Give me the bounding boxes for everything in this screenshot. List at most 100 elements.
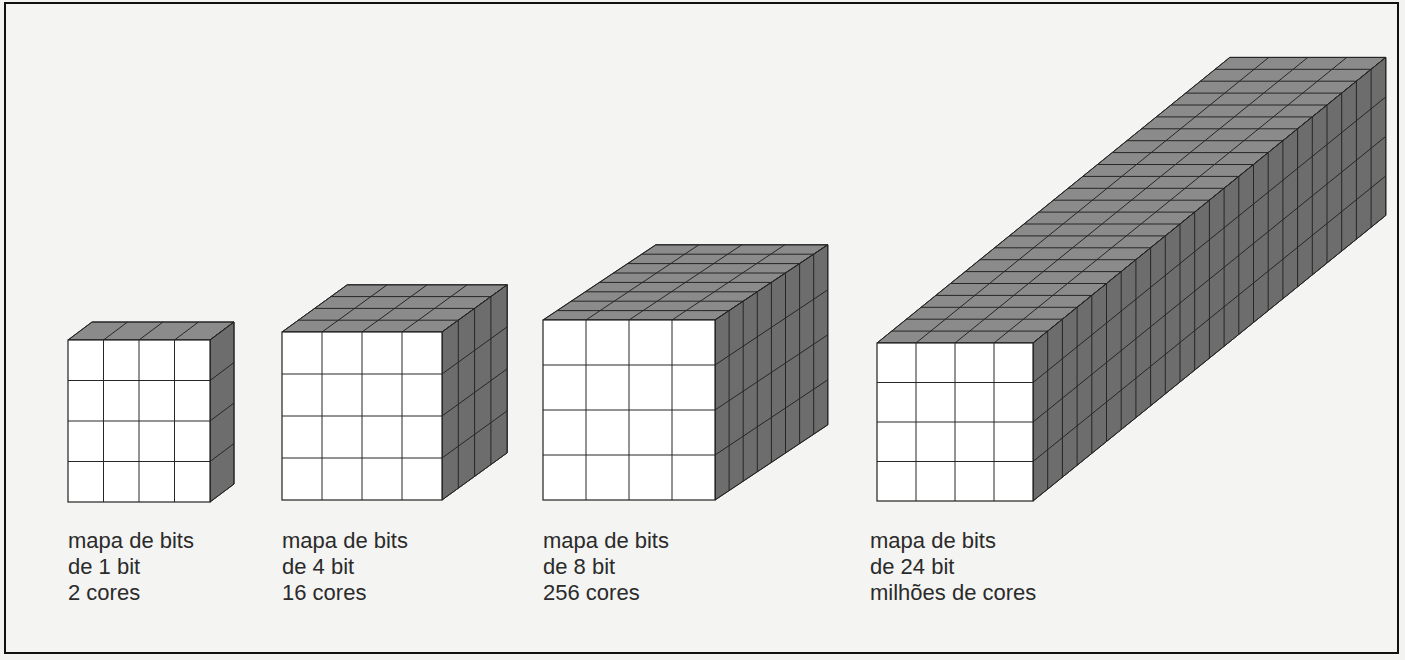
- bitmap-caption: mapa de bits de 1 bit 2 cores: [68, 528, 194, 606]
- side-face: [210, 322, 234, 502]
- grid-line: [995, 247, 1151, 248]
- grid-line: [757, 292, 758, 472]
- grid-line: [1053, 200, 1209, 201]
- grid-line: [1165, 236, 1166, 394]
- bit-depth-block: [68, 322, 234, 502]
- grid-line: [1215, 69, 1371, 70]
- grid-line: [1224, 188, 1225, 346]
- grid-line: [1253, 165, 1254, 323]
- grid-line: [402, 332, 403, 500]
- bitmap-caption: mapa de bits de 8 bit 256 cores: [543, 528, 669, 606]
- grid-line: [1171, 105, 1327, 106]
- grid-line: [906, 319, 1062, 320]
- grid-line: [1039, 212, 1195, 213]
- grid-line: [877, 461, 1033, 462]
- grid-line: [1150, 248, 1151, 406]
- grid-line: [1238, 176, 1239, 334]
- grid-line: [210, 403, 234, 421]
- side-face: [1033, 57, 1386, 501]
- grid-line: [458, 320, 459, 488]
- front-face: [282, 332, 442, 500]
- grid-line: [1194, 212, 1195, 370]
- grid-line: [1112, 152, 1268, 153]
- grid-line: [1033, 136, 1386, 422]
- grid-line: [557, 310, 729, 311]
- grid-line: [210, 484, 234, 502]
- grid-line: [1156, 116, 1312, 117]
- bit-depth-block: [877, 57, 1386, 501]
- grid-line: [1024, 224, 1180, 225]
- grid-line: [1341, 93, 1342, 251]
- grid-line: [1327, 105, 1328, 263]
- grid-line: [1356, 81, 1357, 239]
- grid-line: [1077, 307, 1078, 465]
- grid-line: [315, 308, 475, 309]
- grid-line: [672, 320, 673, 500]
- grid-line: [799, 264, 800, 444]
- grid-line: [1200, 81, 1356, 82]
- top-face: [68, 322, 234, 340]
- bitmap-caption: mapa de bits de 4 bit 16 cores: [282, 528, 408, 606]
- side-face: [442, 285, 507, 500]
- grid-line: [599, 282, 771, 283]
- grid-line: [980, 259, 1136, 260]
- grid-line: [656, 244, 828, 245]
- grid-line: [1083, 176, 1239, 177]
- grid-line: [1268, 153, 1269, 311]
- grid-line: [1009, 235, 1165, 236]
- grid-line: [785, 273, 786, 453]
- grid-line: [1127, 140, 1283, 141]
- grid-line: [1297, 129, 1298, 287]
- grid-line: [729, 311, 730, 491]
- grid-line: [1142, 128, 1298, 129]
- grid-line: [771, 282, 772, 462]
- grid-line: [1098, 164, 1254, 165]
- grid-line: [965, 271, 1121, 272]
- grid-line: [1180, 224, 1181, 382]
- grid-line: [490, 297, 491, 465]
- grid-line: [282, 416, 442, 417]
- grid-line: [139, 322, 163, 340]
- grid-line: [174, 340, 175, 502]
- grid-line: [507, 285, 508, 453]
- grid-line: [1047, 331, 1048, 489]
- grid-line: [571, 301, 743, 302]
- grid-line: [1106, 284, 1107, 442]
- grid-line: [1209, 200, 1210, 358]
- grid-line: [474, 308, 475, 476]
- front-face: [877, 343, 1033, 501]
- grid-line: [210, 363, 234, 381]
- grid-line: [282, 458, 442, 459]
- grid-line: [543, 410, 715, 411]
- bit-depth-block: [543, 245, 828, 500]
- grid-line: [628, 263, 800, 264]
- grid-line: [921, 307, 1077, 308]
- grid-line: [92, 322, 234, 323]
- grid-line: [1135, 260, 1136, 418]
- bit-depth-block: [282, 285, 507, 500]
- grid-line: [331, 296, 491, 297]
- grid-line: [68, 461, 210, 462]
- grid-line: [1068, 188, 1224, 189]
- grid-line: [1312, 117, 1313, 275]
- grid-line: [743, 301, 744, 481]
- grid-line: [1062, 319, 1063, 477]
- grid-line: [175, 322, 199, 340]
- grid-line: [104, 322, 128, 340]
- grid-line: [210, 444, 234, 462]
- grid-line: [813, 254, 814, 434]
- grid-line: [951, 283, 1107, 284]
- grid-line: [1033, 97, 1386, 383]
- grid-line: [585, 291, 757, 292]
- grid-line: [1033, 176, 1386, 462]
- grid-line: [1385, 57, 1386, 215]
- grid-line: [614, 273, 786, 274]
- front-face: [543, 320, 715, 500]
- grid-line: [68, 322, 92, 340]
- grid-line: [892, 331, 1048, 332]
- bitmap-caption: mapa de bits de 24 bit milhões de cores: [870, 528, 1036, 606]
- grid-line: [1121, 272, 1122, 430]
- grid-line: [936, 295, 1092, 296]
- grid-line: [68, 421, 210, 422]
